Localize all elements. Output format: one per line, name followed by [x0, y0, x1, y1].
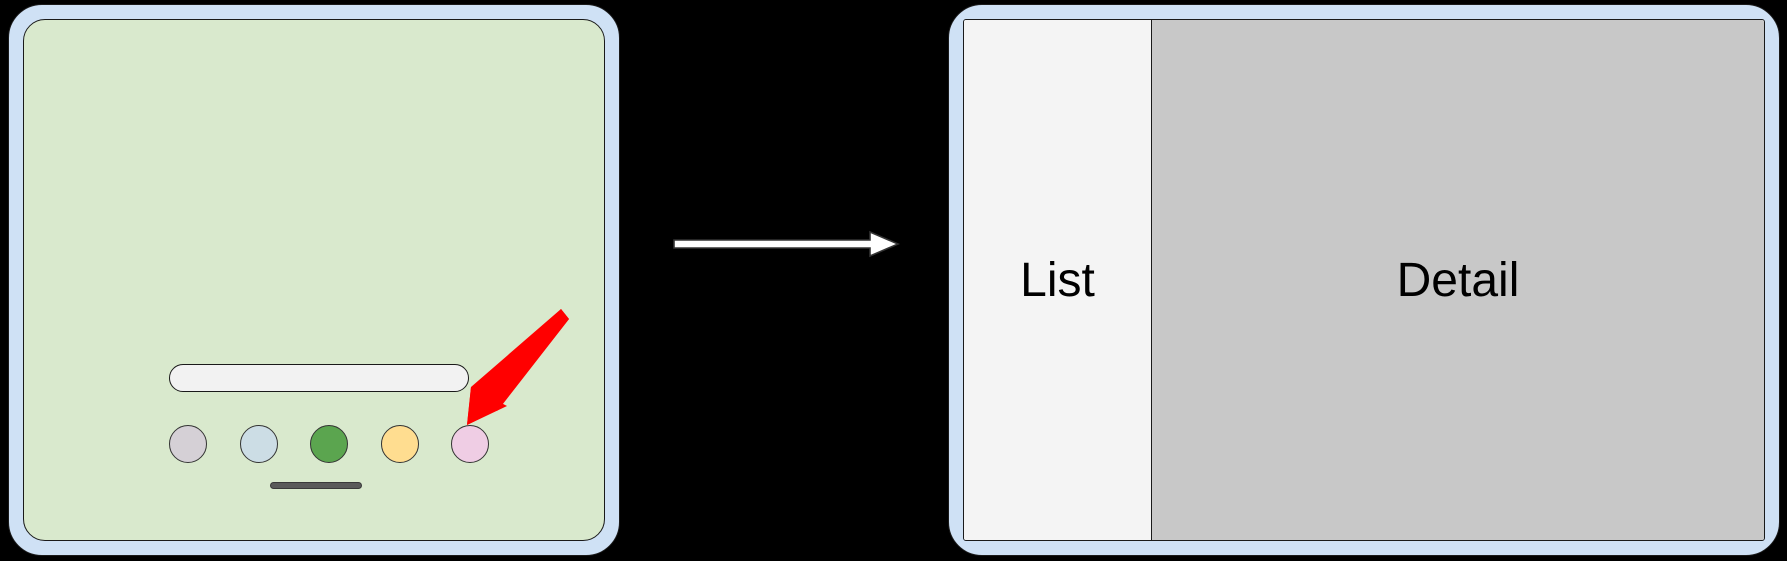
transition-arrow-icon: [673, 230, 901, 258]
before-device-frame: [8, 4, 620, 556]
dock-chip-5[interactable]: [451, 425, 489, 463]
dock-chip-2[interactable]: [239, 425, 278, 463]
detail-pane[interactable]: Detail: [1152, 20, 1764, 540]
dock-chip-1[interactable]: [169, 425, 207, 463]
dock-chip-4[interactable]: [380, 425, 419, 463]
home-indicator[interactable]: [270, 482, 362, 489]
after-device-screen: List Detail: [963, 19, 1765, 541]
arrow-outline: [673, 230, 901, 258]
list-pane-label: List: [1020, 253, 1095, 307]
detail-pane-label: Detail: [1396, 253, 1520, 307]
list-pane[interactable]: List: [964, 20, 1152, 540]
dock-chip-3[interactable]: [310, 425, 348, 463]
before-device-screen: [23, 19, 605, 541]
search-input[interactable]: [169, 364, 469, 392]
after-device-frame: List Detail: [948, 4, 1780, 556]
app-dock: [169, 418, 489, 470]
